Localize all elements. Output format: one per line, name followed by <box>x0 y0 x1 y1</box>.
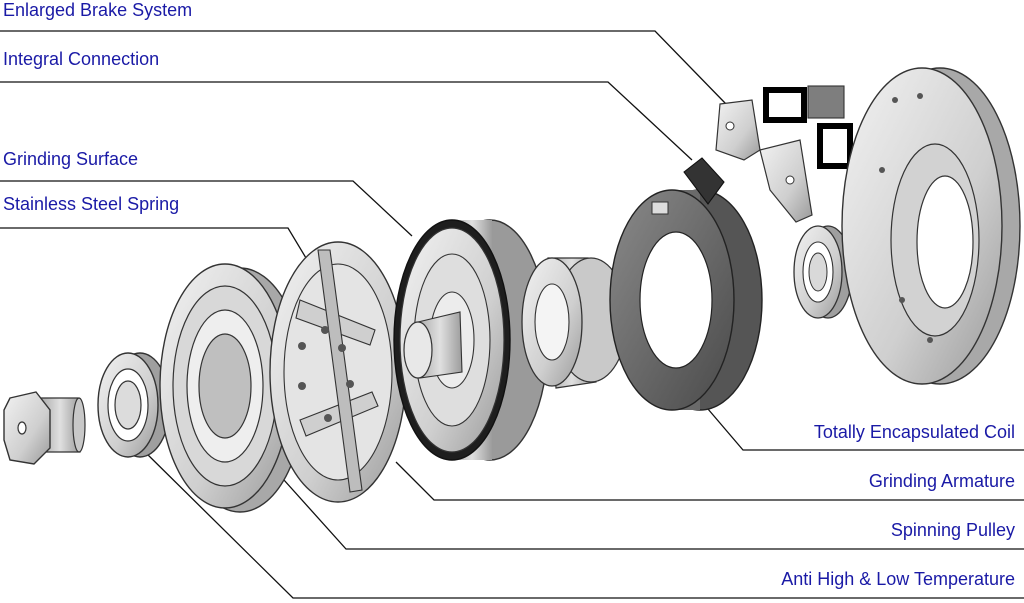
bushing-part <box>3 391 86 465</box>
leader-grinding-surface <box>0 180 413 237</box>
label-stainless-steel-spring: Stainless Steel Spring <box>3 194 180 214</box>
leader-spinning-pulley <box>265 459 1024 550</box>
label-grinding-surface: Grinding Surface <box>3 149 139 169</box>
label-integral-connection: Integral Connection <box>3 49 160 69</box>
label-grinding-armature: Grinding Armature <box>868 471 1015 491</box>
leader-anti-high-low-temperature <box>142 449 1024 599</box>
grinding-surface-part <box>393 219 549 461</box>
sleeve-part <box>521 257 628 389</box>
label-enlarged-brake-system: Enlarged Brake System <box>3 0 193 20</box>
leader-integral-connection <box>0 81 693 161</box>
housing-part <box>841 67 1021 385</box>
leader-totally-encapsulated-coil <box>701 401 1024 451</box>
right-bearing <box>793 225 853 319</box>
leader-lines <box>0 30 1024 599</box>
leader-enlarged-brake-system <box>0 30 727 105</box>
label-anti-high-low-temperature: Anti High & Low Temperature <box>781 569 1015 589</box>
encapsulated-coil-part <box>609 157 763 411</box>
leader-grinding-armature <box>395 461 1024 501</box>
label-totally-encapsulated-coil: Totally Encapsulated Coil <box>813 422 1015 442</box>
spinning-pulley-part <box>159 263 306 513</box>
left-bearing <box>97 352 171 458</box>
label-spinning-pulley: Spinning Pulley <box>890 520 1015 540</box>
leader-stainless-steel-spring <box>0 227 319 279</box>
spring-plate-part <box>269 241 407 503</box>
